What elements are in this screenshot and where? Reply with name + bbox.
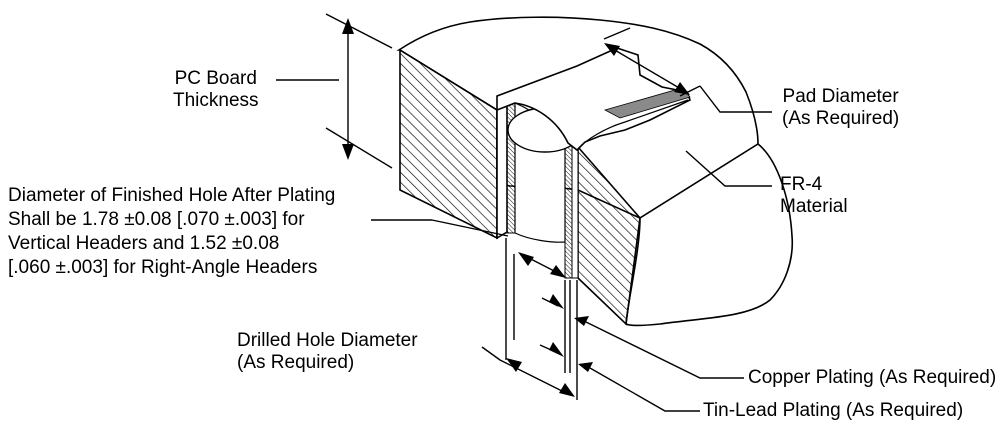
- thickness-ext-top: [325, 13, 393, 49]
- tin-arrow-out: [578, 362, 593, 372]
- pad-diameter-line-1: Pad Diameter: [782, 86, 899, 107]
- finished-hole-label: Diameter of Finished Hole After Plating …: [8, 184, 335, 280]
- pc-board-thickness-line-2: Thickness: [173, 90, 259, 111]
- hole-wall-left: [496, 101, 508, 240]
- thickness-ext-bottom: [325, 127, 393, 169]
- copper-pad: [496, 47, 692, 152]
- finished-hole-line-1: Diameter of Finished Hole After Plating: [8, 185, 336, 206]
- finished-hole-arrow-right: [550, 265, 566, 278]
- pad-arrow-top: [604, 43, 620, 56]
- copper-plating-right: [564, 145, 573, 279]
- copper-arrow-out: [574, 316, 589, 326]
- pad-shading: [603, 87, 691, 119]
- drilled-hole-label: Drilled Hole Diameter (As Required): [237, 330, 418, 374]
- drilled-hole-line-2: (As Required): [237, 352, 355, 373]
- drilled-hole-line-1: Drilled Hole Diameter: [237, 330, 418, 351]
- finished-hole-arrow-left: [518, 252, 534, 266]
- pc-board-thickness-line-1: PC Board: [174, 68, 257, 89]
- fr4-material-line-2: Material: [780, 196, 848, 217]
- pad-ext-left: [603, 27, 631, 40]
- finished-hole-line-3: Vertical Headers and 1.52 ±0.08: [8, 233, 280, 254]
- tin-lead-plating-right: [571, 145, 579, 279]
- fr4-material-label: FR-4 Material: [780, 174, 848, 218]
- drilled-hole-leader: [481, 346, 571, 396]
- finished-hole-line-4: [.060 ±.003] for Right-Angle Headers: [8, 257, 318, 278]
- copper-arrow-in: [549, 294, 564, 309]
- tin-lead-leader: [589, 367, 700, 412]
- pad-arrow-bottom: [674, 82, 690, 95]
- drilled-hole-arrow-left: [506, 358, 522, 372]
- fr4-material-line-1: FR-4: [780, 174, 823, 195]
- pad-dim-line: [607, 45, 687, 93]
- pad-ext-right: [679, 85, 701, 97]
- tin-arrow-in: [549, 342, 564, 357]
- copper-plating-label: Copper Plating (As Required): [748, 367, 997, 388]
- finished-hole-line-2: Shall be 1.78 ±0.08 [.070 ±.003] for: [8, 209, 305, 230]
- pc-board-thickness-label: PC Board Thickness: [173, 68, 259, 112]
- fr4-leader: [685, 150, 772, 187]
- pad-diameter-label: Pad Diameter (As Required): [782, 86, 899, 130]
- pad-diameter-line-2: (As Required): [782, 108, 900, 129]
- thickness-arrow-bottom: [342, 144, 354, 160]
- copper-leader: [585, 321, 744, 379]
- finished-hole-leader-diag: [431, 219, 509, 237]
- pad-rim: [576, 99, 689, 151]
- drilled-hole-arrow-right: [559, 383, 575, 397]
- thickness-arrow-top: [342, 18, 354, 34]
- pad-leader: [699, 85, 772, 113]
- tin-lead-plating-label: Tin-Lead Plating (As Required): [703, 400, 964, 421]
